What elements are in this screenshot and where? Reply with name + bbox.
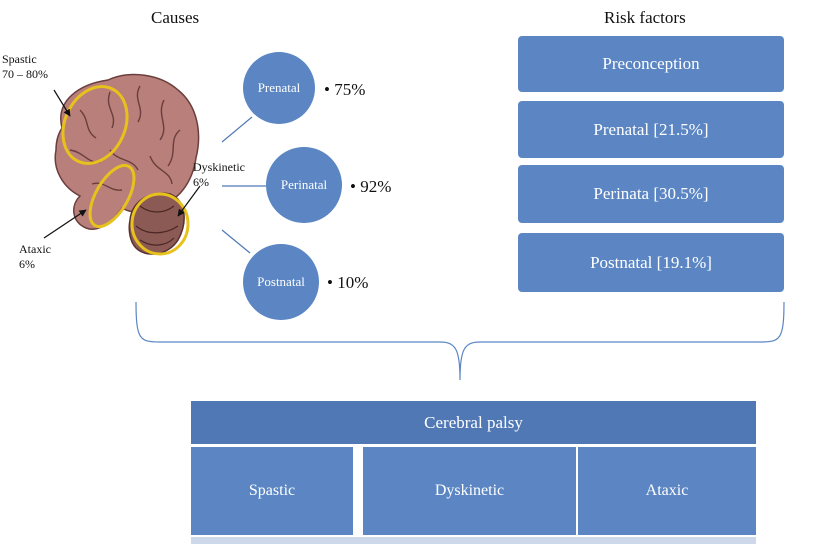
dyskinetic-arrow	[177, 185, 201, 217]
ataxic-label: Ataxic 6%	[19, 242, 51, 271]
risk-prenatal: Prenatal [21.5%]	[518, 101, 784, 158]
cause-perinatal-circle: Perinatal	[266, 147, 342, 223]
connector-prenatal	[221, 116, 253, 143]
ataxic-arrow	[43, 209, 87, 239]
cp-type-spastic: Spastic	[191, 447, 353, 535]
risk-perinatal: Perinata [30.5%]	[518, 165, 784, 223]
cerebral-palsy-title: Cerebral palsy	[191, 401, 756, 444]
cp-type-ataxic: Ataxic	[578, 447, 756, 535]
cp-type-dyskinetic: Dyskinetic	[363, 447, 576, 535]
risk-factors-heading: Risk factors	[604, 8, 686, 27]
cause-postnatal-circle: Postnatal	[243, 244, 319, 320]
connector-postnatal	[221, 229, 251, 254]
dyskinetic-label: Dyskinetic 6%	[193, 160, 245, 189]
risk-preconception: Preconception	[518, 36, 784, 92]
cause-prenatal-percent: • 75%	[324, 80, 366, 99]
risk-postnatal: Postnatal [19.1%]	[518, 233, 784, 292]
cause-prenatal-circle: Prenatal	[243, 52, 315, 124]
table-bottom-strip	[191, 537, 756, 544]
spastic-arrow	[53, 89, 71, 117]
grouping-brace	[135, 301, 785, 381]
cause-postnatal-percent: • 10%	[327, 273, 369, 292]
brain-icon	[54, 73, 200, 256]
spastic-label: Spastic 70 – 80%	[2, 52, 48, 81]
causes-heading: Causes	[151, 8, 200, 27]
cause-perinatal-percent: • 92%	[350, 177, 392, 196]
